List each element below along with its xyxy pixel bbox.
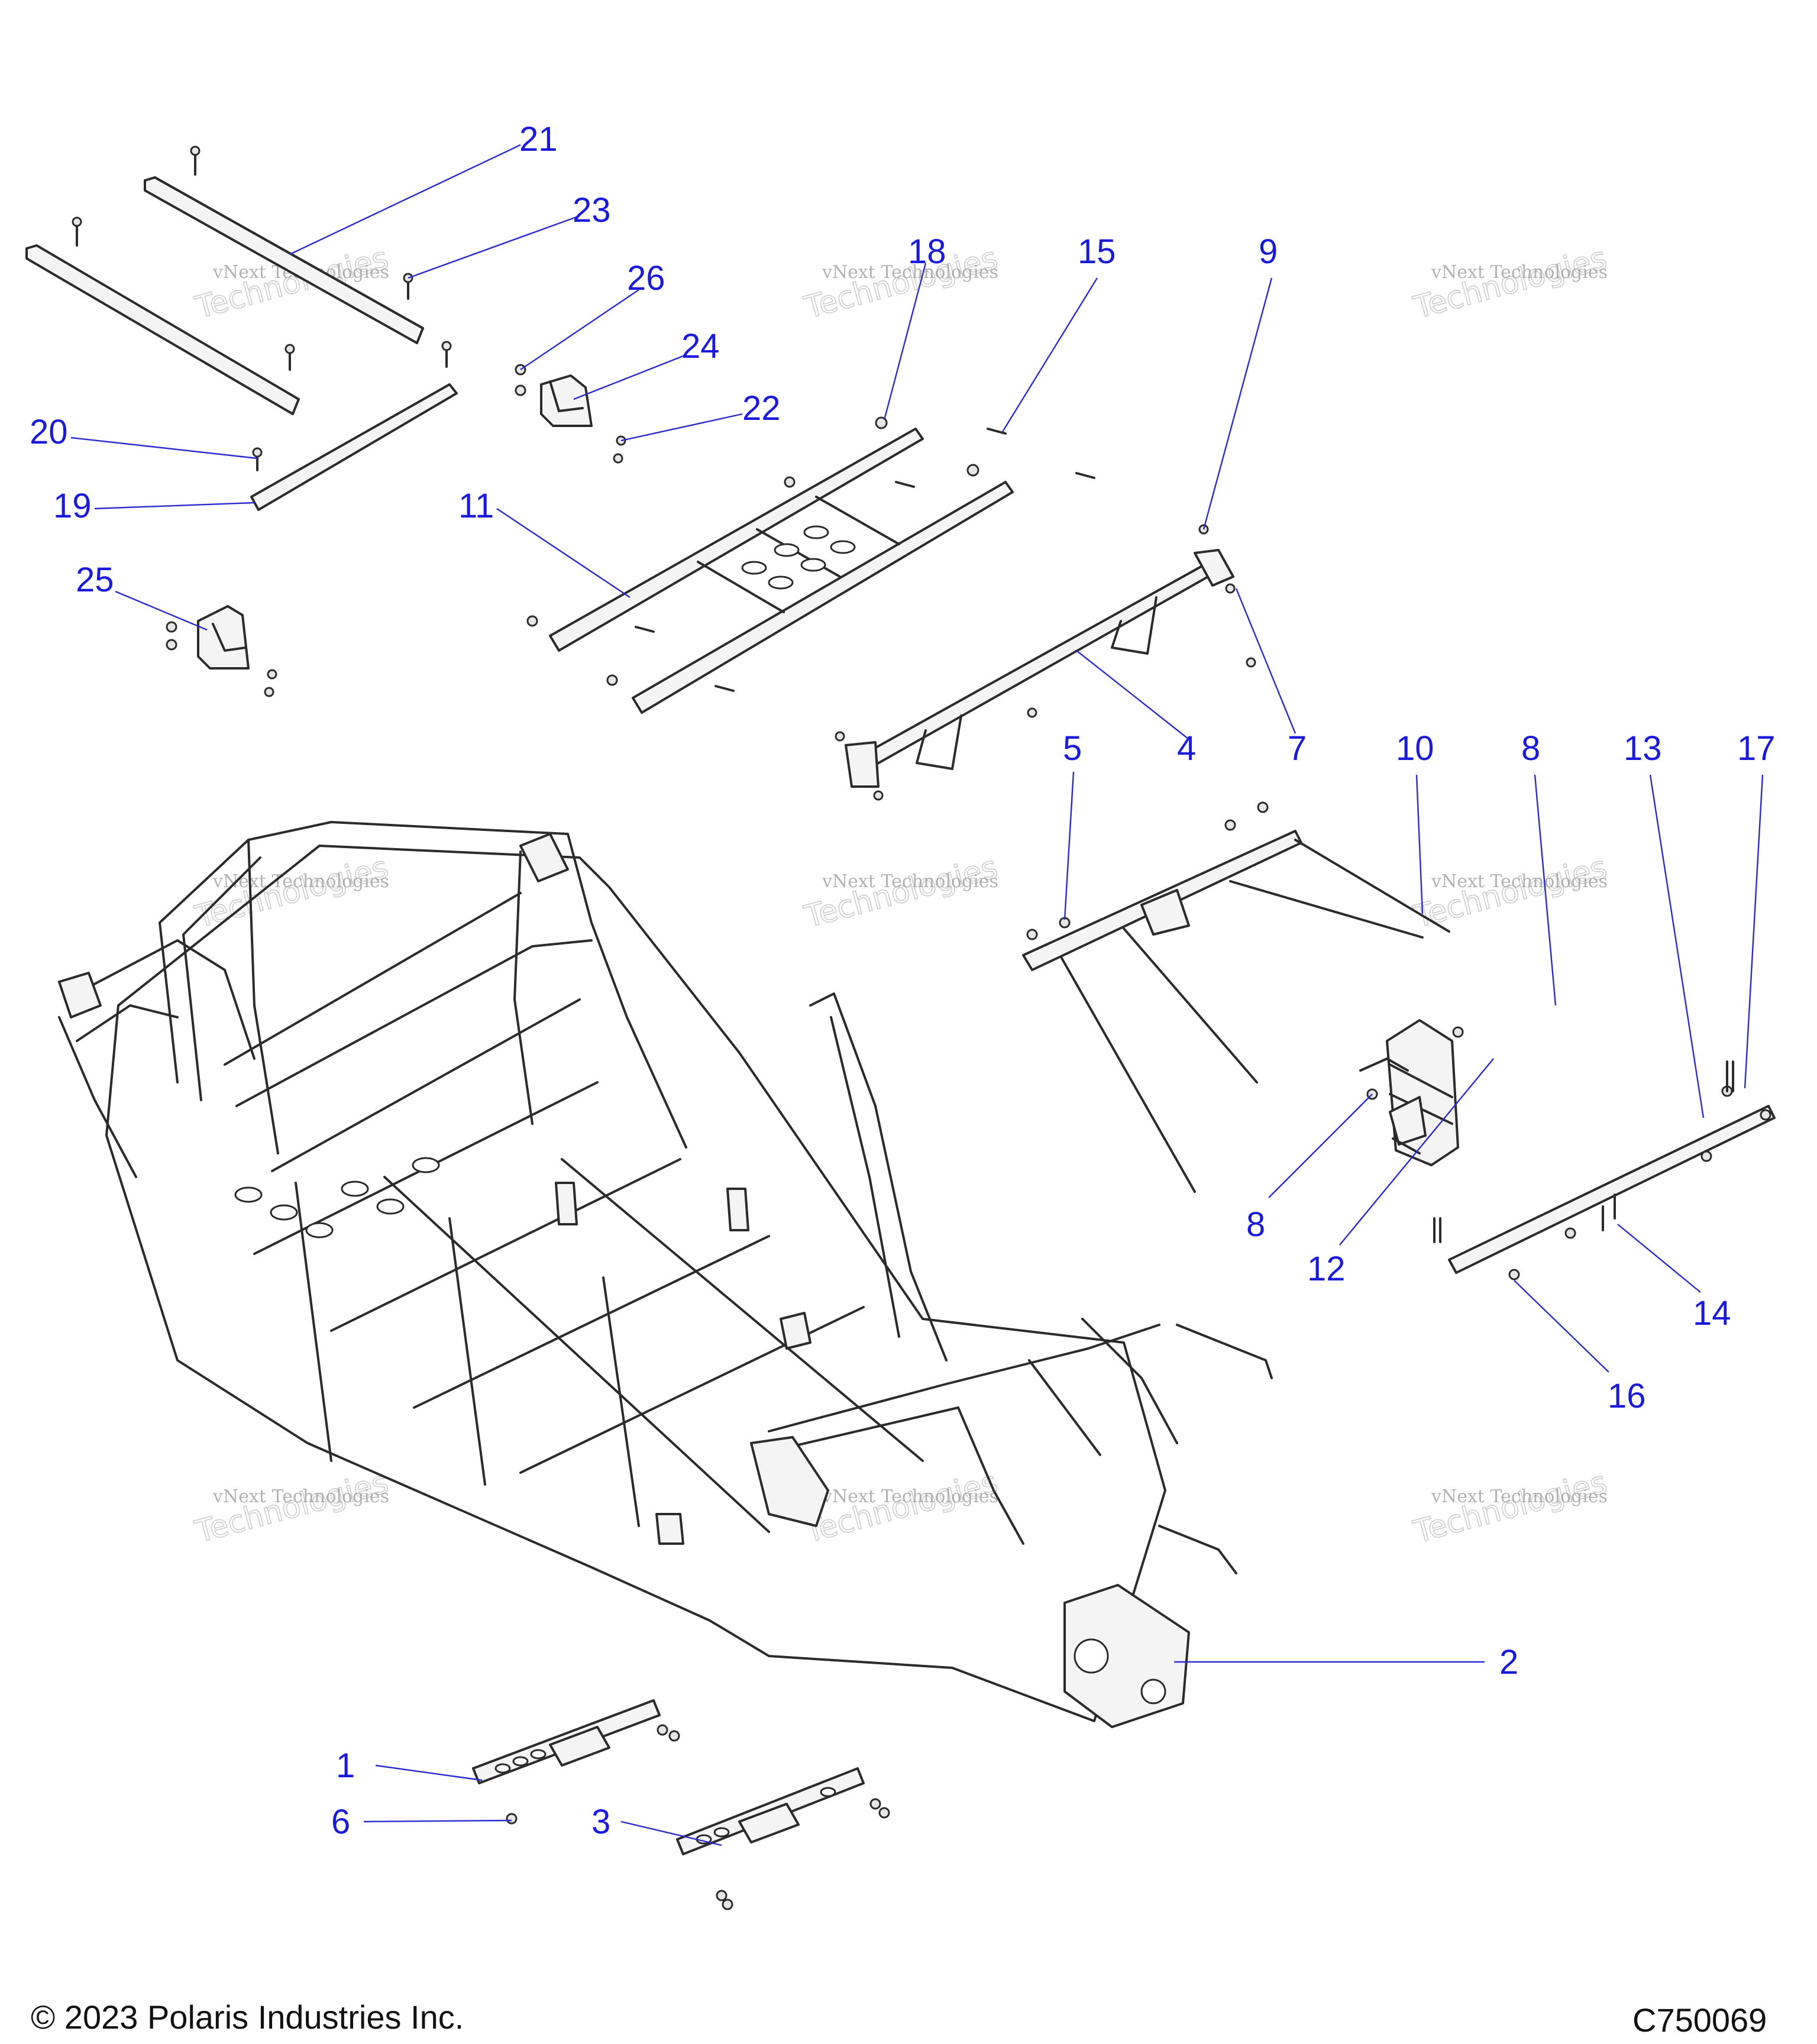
watermark-text: vNext Technologies	[1431, 262, 1608, 283]
copyright-text: © 2023 Polaris Industries Inc.	[31, 1998, 464, 2036]
watermark-text: vNext Technologies	[822, 262, 998, 283]
leader-8a	[1534, 774, 1557, 1006]
leader-23	[408, 215, 580, 279]
leader-24	[573, 354, 687, 400]
callout-12: 12	[1307, 1250, 1346, 1288]
seat-frame-10	[1022, 801, 1450, 1193]
leader-10	[1415, 774, 1424, 914]
leader-26	[520, 289, 639, 370]
callout-1: 1	[336, 1747, 355, 1785]
leader-6	[363, 1819, 512, 1823]
callout-4: 4	[1177, 729, 1196, 768]
leader-9	[1202, 277, 1273, 530]
watermark-text: vNext Technologies	[1431, 871, 1608, 892]
callout-20: 20	[30, 413, 68, 451]
leader-25	[115, 590, 208, 631]
rail-21	[144, 176, 424, 344]
callout-3: 3	[591, 1803, 610, 1841]
leader-8b	[1268, 1094, 1373, 1198]
callout-26: 26	[627, 259, 665, 297]
callout-10: 10	[1396, 729, 1434, 768]
callout-15: 15	[1078, 232, 1116, 271]
watermark-big: Technologies	[1410, 240, 1611, 326]
callout-25: 25	[76, 561, 114, 599]
callout-19: 19	[53, 487, 92, 525]
leader-22	[620, 413, 743, 442]
watermark-big: Technologies	[801, 849, 1001, 935]
leader-15	[1001, 277, 1098, 432]
callout-24: 24	[681, 327, 720, 366]
callout-7: 7	[1288, 729, 1307, 768]
main-chassis	[58, 821, 1273, 1728]
watermark-big: Technologies	[1410, 1464, 1611, 1550]
leader-21	[289, 144, 521, 256]
bracket-12	[1359, 1019, 1464, 1166]
watermark-big: Technologies	[192, 1464, 392, 1550]
callout-21: 21	[519, 120, 558, 159]
callout-14: 14	[1693, 1294, 1731, 1333]
leader-13	[1649, 774, 1705, 1118]
callout-9: 9	[1259, 232, 1278, 271]
diagram-code: C750069	[1632, 2001, 1767, 2039]
callout-2: 2	[1499, 1643, 1518, 1681]
leader-4	[1076, 650, 1189, 740]
watermark-big: Technologies	[801, 1464, 1001, 1550]
watermark-text: vNext Technologies	[212, 1486, 389, 1507]
callout-labels: 21 23 26 24 22 20 19 25 11 18 15 9 5 4 7…	[30, 120, 1776, 1841]
callout-6: 6	[331, 1803, 350, 1841]
callout-17: 17	[1737, 729, 1776, 768]
watermark-text: vNext Technologies	[822, 1486, 998, 1507]
top-left-rails	[25, 145, 458, 511]
callout-5: 5	[1063, 729, 1082, 768]
watermark-text: vNext Technologies	[212, 871, 389, 892]
leader-lines	[70, 144, 1764, 1846]
leader-12	[1339, 1058, 1494, 1246]
skid-plate-1	[472, 1699, 680, 1825]
callout-18: 18	[908, 232, 946, 271]
callout-23: 23	[573, 191, 611, 229]
watermark-big: Technologies	[1410, 849, 1611, 935]
leader-3	[620, 1820, 722, 1846]
watermark-big: Technologies	[801, 240, 1001, 326]
ladder-frame-11	[526, 416, 1095, 714]
leader-5	[1063, 771, 1075, 920]
leader-7	[1235, 588, 1297, 734]
rail-left	[25, 244, 300, 415]
rail-19	[250, 383, 458, 511]
leader-18	[883, 263, 927, 421]
bracket-24	[515, 364, 626, 464]
watermark-text: vNext Technologies	[822, 871, 998, 892]
watermark-text: vNext Technologies	[1431, 1486, 1608, 1507]
leader-17	[1744, 774, 1764, 1089]
callout-11: 11	[458, 487, 494, 525]
callout-13: 13	[1624, 729, 1662, 768]
skid-plate-3	[676, 1767, 890, 1910]
callout-22: 22	[742, 389, 781, 428]
leader-1	[375, 1764, 483, 1781]
leader-20	[70, 436, 258, 460]
bracket-25	[166, 605, 277, 697]
callout-8a: 8	[1521, 729, 1540, 768]
leader-19	[94, 502, 255, 510]
cross-bar-4	[835, 524, 1256, 801]
leader-16	[1514, 1280, 1609, 1373]
callout-8b: 8	[1246, 1205, 1265, 1244]
leader-14	[1617, 1224, 1701, 1293]
leader-11	[496, 508, 631, 598]
rail-13	[1433, 1060, 1776, 1280]
callout-16: 16	[1608, 1377, 1646, 1415]
